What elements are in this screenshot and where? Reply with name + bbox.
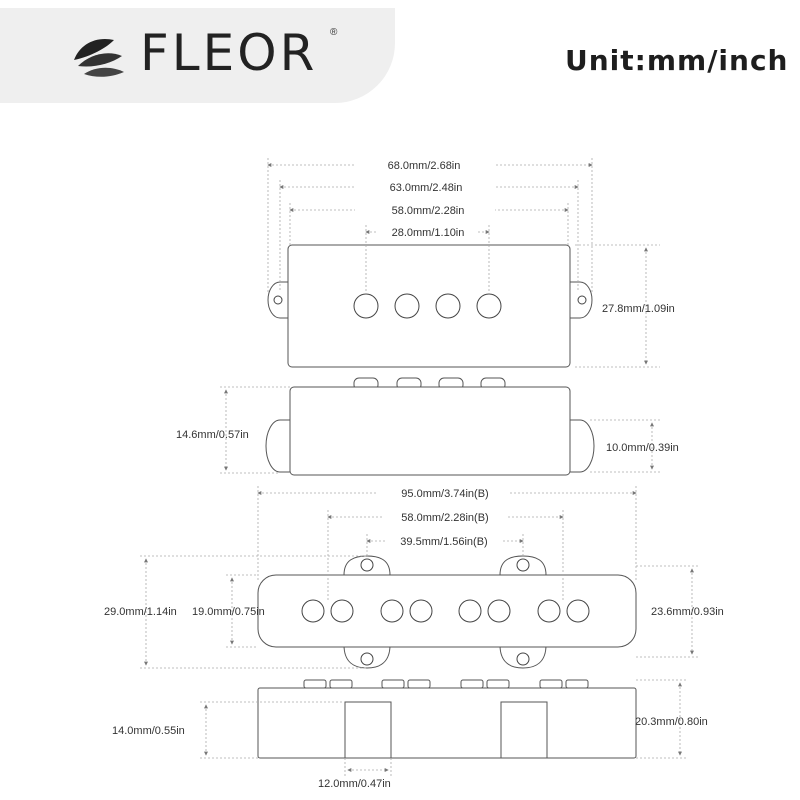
dim-95mm: 95.0mm/3.74in(B) (401, 488, 488, 500)
brand-name: FLEOR (140, 24, 318, 82)
dim-39-5mm: 39.5mm/1.56in(B) (400, 536, 487, 548)
dim-19mm: 19.0mm/0.75in (192, 606, 265, 618)
dim-14mm: 14.0mm/0.55in (112, 725, 185, 737)
dim-12mm: 12.0mm/0.47in (318, 778, 391, 790)
p-bass-top-dimensions: 68.0mm/2.68in 63.0mm/2.48in 58.0mm/2.28i… (267, 158, 675, 368)
p-bass-side-body (289, 386, 571, 476)
p-bass-pole-2 (394, 293, 420, 319)
leaf-logo-icon (74, 38, 124, 77)
j-bass-side-view (257, 679, 637, 759)
unit-label: Unit:mm/inch (565, 44, 789, 77)
p-bass-side-view (265, 377, 595, 476)
dim-20-3mm: 20.3mm/0.80in (635, 716, 708, 728)
p-bass-top-view (267, 244, 593, 368)
dim-58mm: 58.0mm/2.28in (392, 205, 465, 217)
dim-28mm: 28.0mm/1.10in (392, 227, 465, 239)
registered-mark: ® (330, 27, 338, 38)
j-bass-top-view (257, 555, 637, 669)
p-bass-cover (287, 244, 571, 368)
j-bass-cover (257, 574, 637, 648)
dim-23-6mm: 23.6mm/0.93in (651, 606, 724, 618)
p-bass-pole-4 (476, 293, 502, 319)
p-bass-pole-1 (353, 293, 379, 319)
dim-10mm: 10.0mm/0.39in (606, 442, 679, 454)
p-bass-pole-3 (435, 293, 461, 319)
brand-banner (0, 8, 395, 103)
j-bass-side-body (257, 687, 637, 759)
dim-68mm: 68.0mm/2.68in (388, 160, 461, 172)
j-bass-top-dimensions: 95.0mm/3.74in(B) 58.0mm/2.28in(B) 39.5mm… (104, 486, 724, 669)
dim-14-6mm: 14.6mm/0.57in (176, 429, 249, 441)
dim-63mm: 63.0mm/2.48in (390, 182, 463, 194)
j-bass-side-dimensions: 14.0mm/0.55in 20.3mm/0.80in 12.0mm/0.47i… (112, 679, 708, 790)
p-bass-side-dimensions: 14.6mm/0.57in 10.0mm/0.39in (176, 386, 679, 474)
dim-27-8mm: 27.8mm/1.09in (602, 303, 675, 315)
dim-58mm-b: 58.0mm/2.28in(B) (401, 512, 488, 524)
dim-29mm: 29.0mm/1.14in (104, 606, 177, 618)
